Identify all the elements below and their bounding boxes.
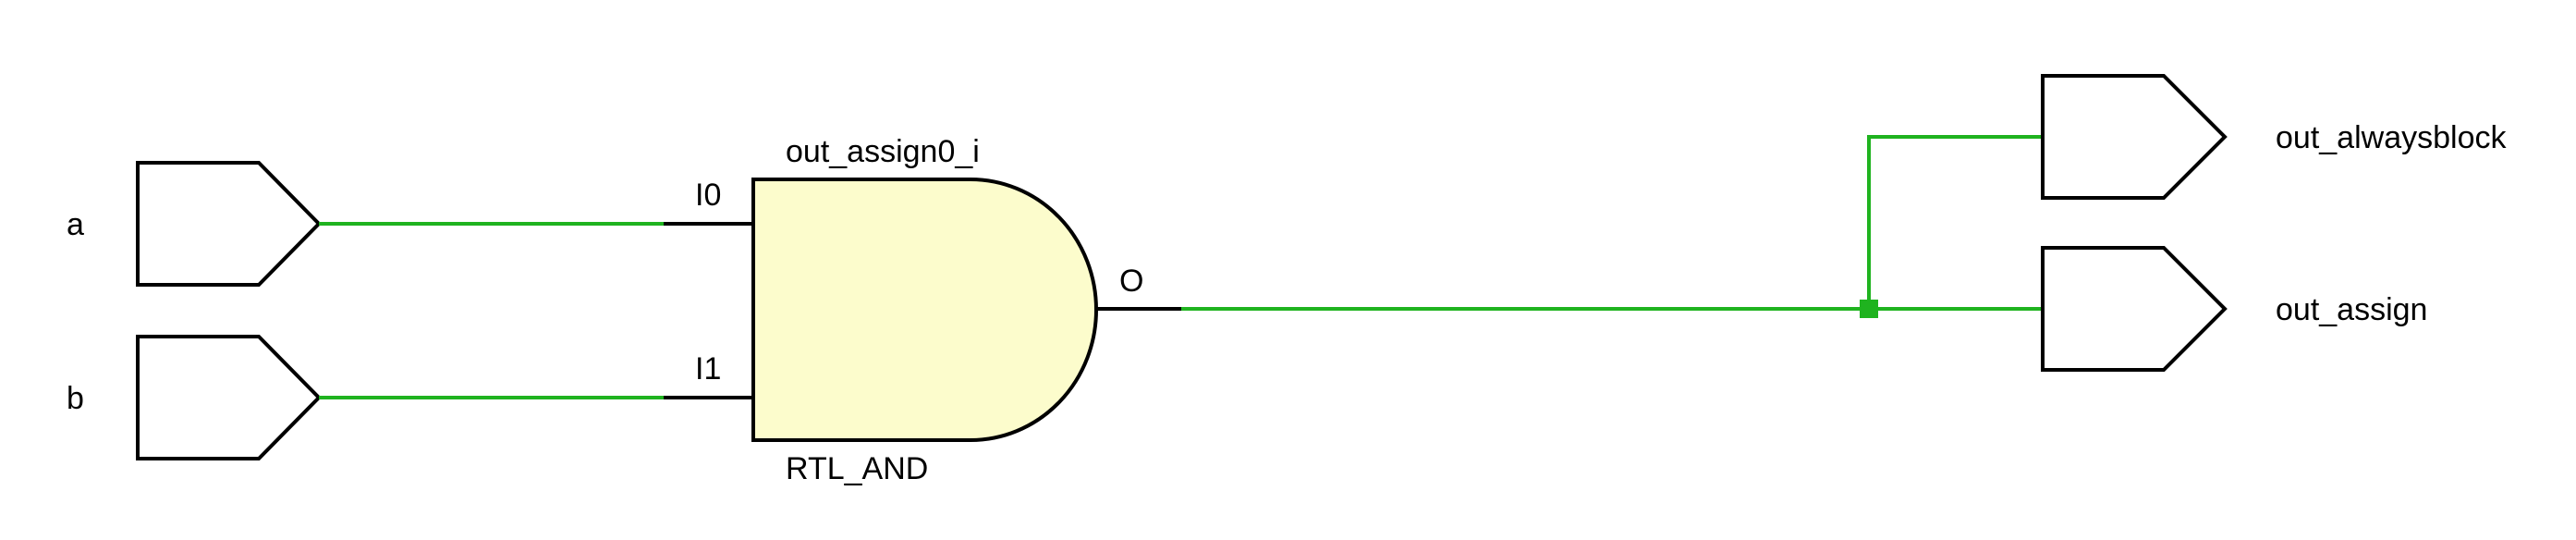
and-gate-body[interactable] [751,178,1098,442]
pin-i0-label: I0 [695,178,721,213]
input-port-b[interactable]: b [67,335,322,460]
input-port-a[interactable]: a [67,161,322,287]
output-port-out-assign-shape[interactable] [2041,246,2228,372]
output-port-out-alwaysblock-shape[interactable] [2041,74,2228,200]
pin-o-label: O [1119,264,1143,299]
gate-instance-name: out_assign0_i [786,134,980,169]
output-port-out-alwaysblock-label: out_alwaysblock [2276,120,2507,155]
output-port-out-assign[interactable]: out_assign [2041,246,2427,372]
input-port-a-shape[interactable] [136,161,322,287]
pin-i1-label: I1 [695,351,721,387]
gate-type-label: RTL_AND [786,451,928,486]
wire-junction-node [1860,300,1878,318]
output-port-out-alwaysblock[interactable]: out_alwaysblock [2041,74,2507,200]
wire-branch-to-out-alwaysblock[interactable] [1867,135,2043,309]
input-port-a-label: a [67,207,84,242]
output-port-out-assign-label: out_assign [2276,292,2427,327]
and-gate[interactable]: out_assign0_i RTL_AND I0 I1 O [695,134,1143,486]
input-port-b-label: b [67,381,84,416]
input-port-b-shape[interactable] [136,335,322,460]
